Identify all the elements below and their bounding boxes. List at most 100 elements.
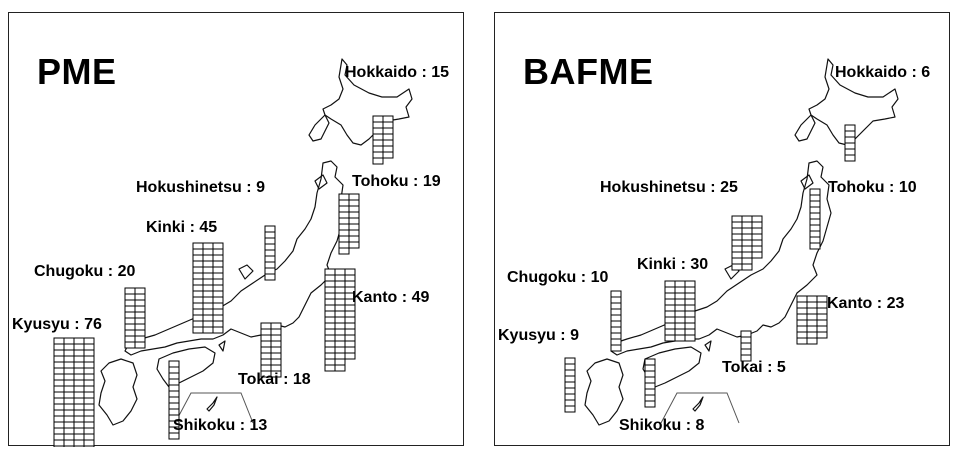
- case-cell: [134, 335, 146, 343]
- region-label-shikoku: Shikoku:13: [173, 417, 267, 435]
- case-cell: [83, 415, 95, 423]
- case-cell: [83, 391, 95, 399]
- case-cell: [334, 364, 346, 372]
- case-cell: [372, 145, 384, 153]
- region-name: Tokai: [238, 371, 279, 388]
- case-cell: [610, 320, 622, 328]
- region-value: 20: [117, 263, 136, 280]
- case-cell: [83, 403, 95, 411]
- case-cell: [382, 127, 394, 135]
- case-cell: [741, 233, 753, 241]
- case-cell: [168, 432, 180, 440]
- case-cell: [644, 370, 656, 378]
- case-cell: [816, 319, 828, 327]
- region-label-kinki: Kinki:45: [146, 219, 217, 237]
- case-cell: [344, 340, 356, 348]
- case-cell: [806, 295, 818, 303]
- case-cell: [202, 326, 214, 334]
- case-cell: [168, 408, 180, 416]
- case-cell: [664, 304, 676, 312]
- region-value: 76: [84, 316, 102, 333]
- case-cell: [751, 239, 763, 247]
- label-separator: :: [580, 269, 587, 286]
- region-value: 19: [422, 173, 441, 190]
- region-label-hokkaido: Hokkaido:6: [835, 64, 930, 82]
- japan-map-bafme: [564, 58, 899, 426]
- case-cell: [334, 334, 346, 342]
- case-cell: [324, 274, 336, 282]
- case-cell: [806, 319, 818, 327]
- case-cell: [610, 338, 622, 346]
- label-separator: :: [107, 263, 114, 280]
- case-cell: [344, 316, 356, 324]
- case-cell: [806, 307, 818, 315]
- case-cell: [212, 320, 224, 328]
- case-cell: [564, 369, 576, 377]
- case-cell: [270, 340, 282, 348]
- case-cell: [202, 272, 214, 280]
- case-cell: [372, 151, 384, 159]
- case-cell: [372, 127, 384, 135]
- region-name: Shikoku: [619, 417, 682, 434]
- case-cell: [664, 328, 676, 336]
- case-cell: [63, 337, 75, 345]
- case-cell: [674, 298, 686, 306]
- case-cell: [53, 343, 65, 351]
- case-cell: [348, 205, 360, 213]
- case-cell: [134, 323, 146, 331]
- grid-hokushinetsu: [731, 215, 763, 271]
- case-cell: [741, 239, 753, 247]
- case-cell: [674, 328, 686, 336]
- case-cell: [168, 390, 180, 398]
- label-separator: :: [767, 359, 773, 376]
- case-cell: [741, 245, 753, 253]
- kyushu-shape: [98, 358, 138, 426]
- case-cell: [806, 337, 818, 345]
- grid-kinki: [664, 280, 696, 342]
- case-cell: [260, 334, 272, 342]
- case-cell: [564, 375, 576, 383]
- case-cell: [192, 326, 204, 334]
- case-cell: [83, 337, 95, 345]
- case-cell: [610, 290, 622, 298]
- case-cell: [53, 445, 65, 447]
- case-cell: [202, 248, 214, 256]
- shikoku-shape: [156, 346, 216, 388]
- case-cell: [83, 379, 95, 387]
- case-cell: [731, 245, 743, 253]
- case-cell: [212, 266, 224, 274]
- case-cell: [73, 361, 85, 369]
- region-name: Hokkaido: [835, 64, 908, 81]
- region-value: 5: [776, 359, 786, 376]
- case-cell: [731, 233, 743, 241]
- case-cell: [260, 358, 272, 366]
- case-cell: [344, 328, 356, 336]
- map-panel-pme: PME Hokkaido:15 Tohoku:19 Hokushinetsu:9…: [8, 12, 464, 447]
- case-cell: [260, 352, 272, 360]
- case-cell: [664, 316, 676, 324]
- case-cell: [53, 379, 65, 387]
- case-cell: [751, 221, 763, 229]
- case-cell: [212, 260, 224, 268]
- region-label-chugoku: Chugoku:10: [507, 269, 608, 287]
- case-cell: [348, 199, 360, 207]
- grid-kinki: [192, 242, 224, 334]
- case-cell: [564, 405, 576, 413]
- case-cell: [202, 308, 214, 316]
- case-cell: [809, 242, 821, 250]
- region-name: Kinki: [637, 256, 677, 273]
- case-cell: [63, 415, 75, 423]
- case-cell: [610, 344, 622, 352]
- case-cell: [324, 352, 336, 360]
- case-cell: [382, 151, 394, 159]
- case-cell: [53, 397, 65, 405]
- case-cell: [202, 242, 214, 250]
- case-cell: [124, 305, 136, 313]
- case-cell: [844, 154, 856, 162]
- case-cell: [264, 237, 276, 245]
- case-cell: [338, 247, 350, 255]
- grid-hokushinetsu: [264, 225, 276, 281]
- symbol-grids: [564, 124, 856, 413]
- case-cell: [338, 241, 350, 249]
- label-separator: :: [560, 327, 566, 344]
